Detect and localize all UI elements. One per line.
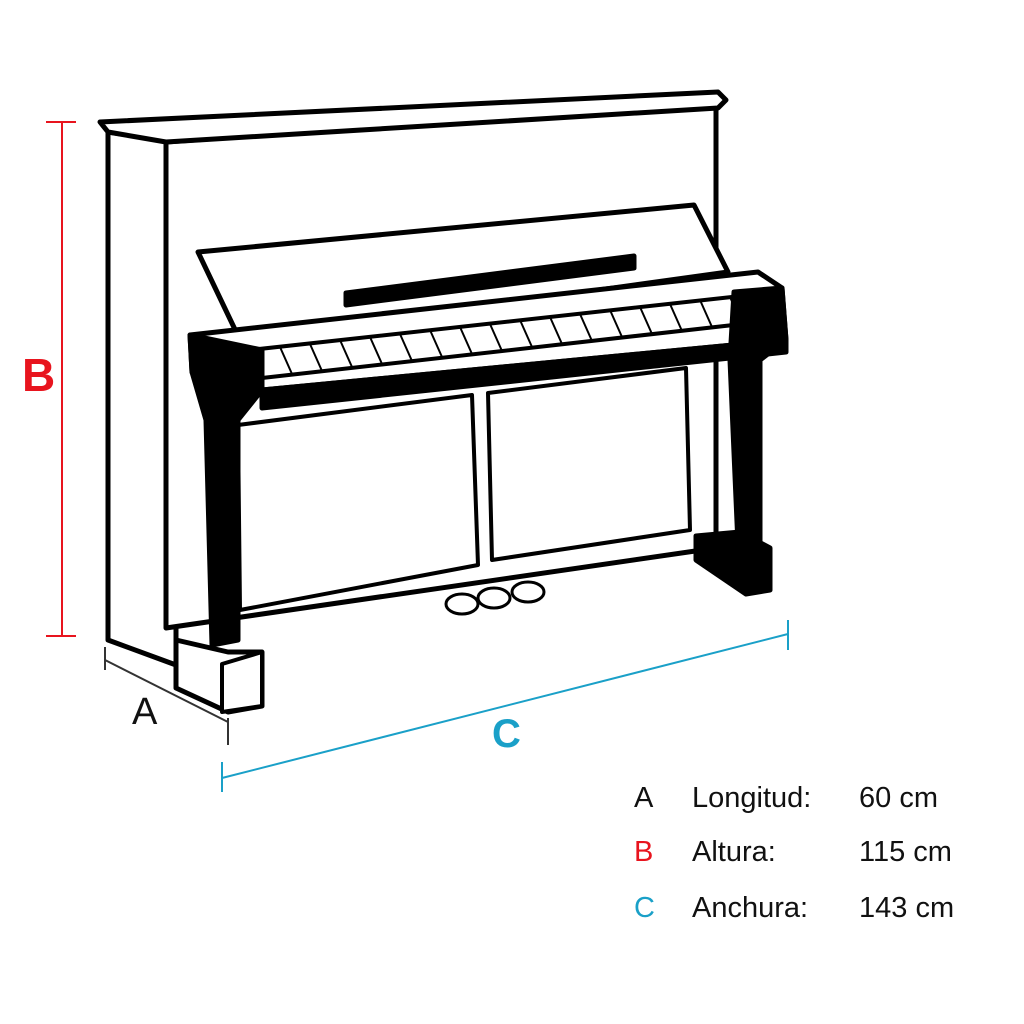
legend-letter-c: C [634, 892, 655, 924]
dimension-label-b: B [22, 349, 56, 401]
piano-left-cheek [187, 332, 265, 648]
legend-name-a: Longitud: [692, 782, 812, 814]
legend-value-c: 143 cm [859, 892, 955, 924]
piano-keybed-edge [259, 337, 789, 411]
legend-name-c: Anchura: [692, 892, 809, 924]
dimension-line-b [46, 121, 76, 637]
dimension-label-a: A [132, 691, 158, 733]
legend-letter-b: B [634, 836, 654, 868]
piano-name-slot [343, 253, 637, 308]
dimension-label-c: C [492, 712, 521, 756]
piano-pedals [444, 580, 546, 616]
piano-right-toe-block [693, 529, 773, 597]
piano-top-lid [97, 89, 729, 145]
legend-letter-a: A [634, 782, 654, 814]
dimension-line-a [104, 647, 229, 745]
legend-name-b: Altura: [692, 836, 776, 868]
upright-piano-illustration [97, 89, 789, 715]
piano-key-dividers [279, 296, 743, 375]
legend-value-a: 60 cm [859, 782, 938, 814]
legend-value-b: 115 cm [859, 836, 952, 868]
piano-right-cheek [727, 285, 789, 548]
piano-left-toe-front [220, 650, 264, 714]
dimension-line-c [221, 620, 789, 792]
piano-lower-panel-right [486, 366, 692, 562]
piano-fallboard [195, 202, 731, 343]
